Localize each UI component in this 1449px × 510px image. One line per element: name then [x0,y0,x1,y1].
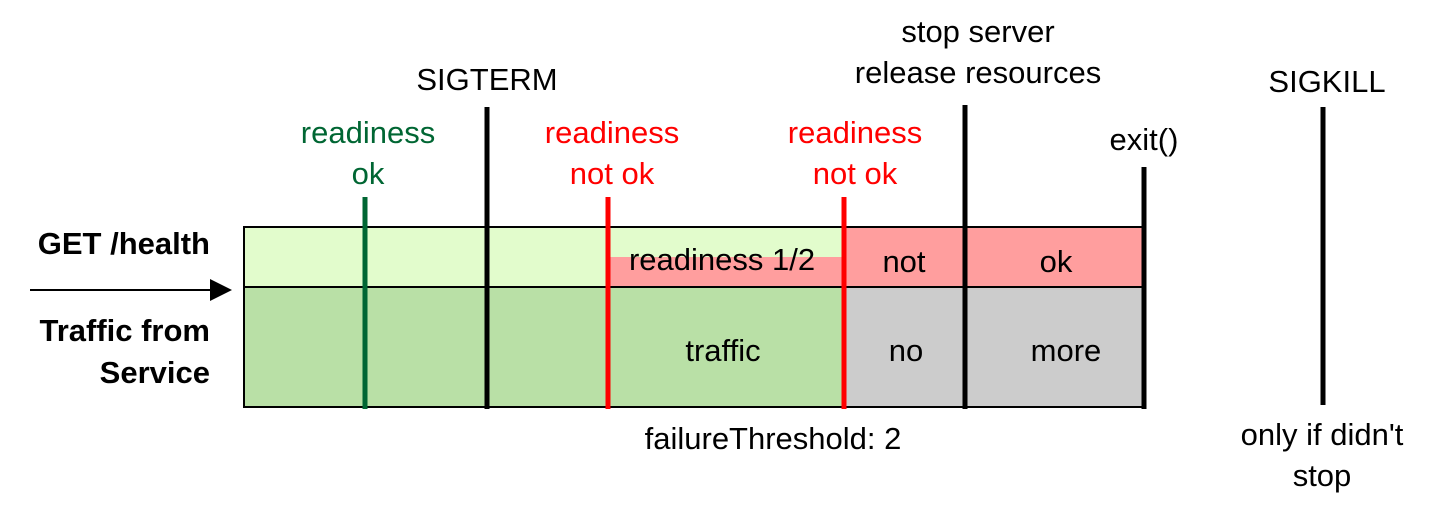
no-label: no [889,333,923,368]
readiness-count-label: readiness 1/2 [629,242,815,277]
probe-1-line1: readiness [301,115,435,150]
sigkill-note-line2: stop [1293,458,1352,493]
ok-label: ok [1040,244,1073,279]
stop-server-label-line2: release resources [855,55,1101,90]
stop-server-label-line1: stop server [901,14,1054,49]
traffic-row-bg [244,287,844,407]
readiness-count-segment [608,257,844,287]
probe-1-line2: ok [352,156,385,191]
sigterm-label: SIGTERM [416,62,557,97]
incoming-arrow-head [210,279,232,301]
traffic-label: traffic [685,333,760,368]
probe-2-line2: not ok [570,156,655,191]
probe-3-line2: not ok [813,156,898,191]
health-not-segment [844,227,1144,287]
probe-3-line1: readiness [788,115,922,150]
sigkill-note-line1: only if didn't [1241,417,1404,452]
not-label: not [882,244,925,279]
probe-2-line1: readiness [545,115,679,150]
traffic-row-label-line1: Traffic from [39,313,210,348]
traffic-row-label-line2: Service [100,355,210,390]
no-traffic-segment [844,287,1144,407]
more-label: more [1031,333,1102,368]
health-row-label: GET /health [38,226,210,261]
failure-threshold-label: failureThreshold: 2 [645,421,902,456]
exit-label: exit() [1110,122,1179,157]
sigkill-label: SIGKILL [1268,64,1385,99]
